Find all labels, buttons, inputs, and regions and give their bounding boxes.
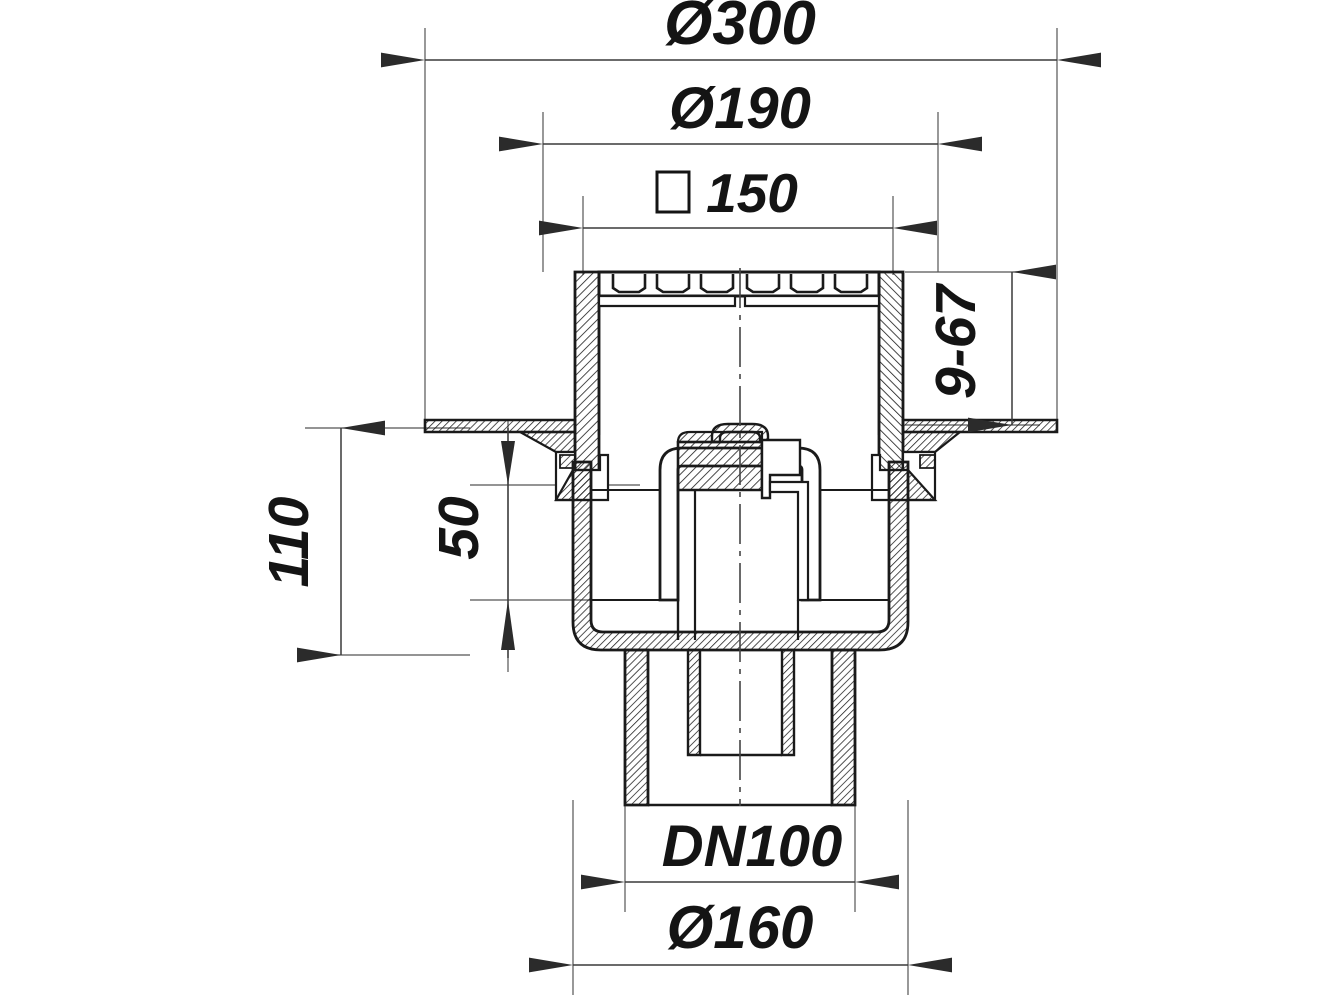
dimension-arrows-50: [501, 441, 515, 650]
bowl-outer-wall: [571, 460, 910, 652]
upper-frame-wall-left: [573, 270, 601, 492]
dim-label-adjust-height: 9-67: [924, 283, 988, 399]
dim-label-outlet-outer-diameter: Ø160: [667, 894, 814, 961]
dim-label-grate-square: 150: [706, 162, 798, 224]
dim-label-outlet-nominal: DN100: [662, 814, 843, 879]
dim-label-upper-body-diameter: Ø190: [669, 76, 811, 141]
grate-ledge-right: [743, 294, 881, 308]
dim-label-total-height: 110: [257, 496, 321, 587]
dim-label-water-seal-depth: 50: [427, 496, 491, 560]
upper-frame-wall-right: [877, 270, 905, 492]
dim-label-flange-diameter: Ø300: [664, 0, 816, 58]
droptube-wall-left: [686, 648, 702, 757]
square-symbol-icon: [655, 170, 691, 214]
outlet-wall-left: [623, 648, 650, 807]
outlet-wall-right: [830, 648, 857, 807]
bowl-shoulder-left: [554, 468, 593, 502]
grate-slots: [611, 274, 869, 294]
gasket-right: [919, 454, 936, 469]
trap-lift-handle: [710, 422, 770, 444]
bowl-shoulder-right: [887, 468, 938, 502]
trap-insert-sleeve: [760, 438, 802, 500]
grate-ledge-left: [597, 294, 737, 308]
droptube-wall-right: [780, 648, 796, 757]
flange-left: [423, 418, 577, 434]
flange-right: [901, 418, 1059, 434]
trap-plug-core: [676, 440, 764, 492]
